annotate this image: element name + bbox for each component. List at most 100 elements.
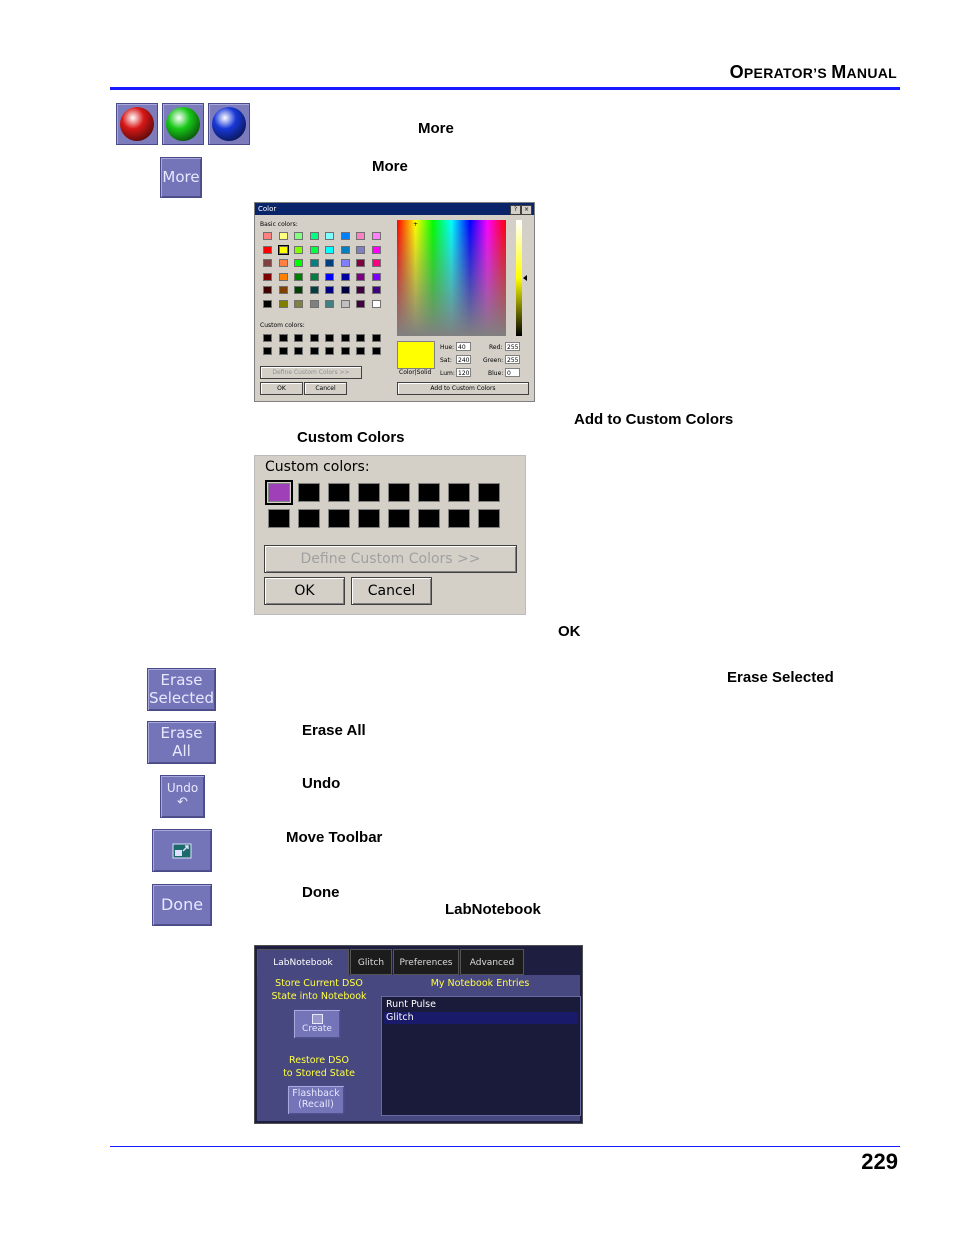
list-item-selected[interactable]: Glitch <box>384 1012 578 1024</box>
basic-color-swatch[interactable] <box>309 299 319 308</box>
custom-color-swatch[interactable] <box>309 334 319 342</box>
basic-color-swatch[interactable] <box>309 272 319 281</box>
basic-color-swatch[interactable] <box>294 232 303 240</box>
custom-color-swatch[interactable] <box>263 347 272 355</box>
basic-color-swatch[interactable] <box>340 259 350 267</box>
custom-color-swatch-large[interactable] <box>478 509 500 528</box>
custom-color-swatch[interactable] <box>356 334 365 342</box>
basic-color-swatch[interactable] <box>278 272 288 281</box>
hue-field[interactable]: 40 <box>456 342 471 351</box>
sat-field[interactable]: 240 <box>456 355 471 364</box>
custom-color-swatch[interactable] <box>294 334 303 342</box>
add-to-custom-colors-button[interactable]: Add to Custom Colors <box>397 382 529 395</box>
custom-color-swatch[interactable] <box>371 347 381 355</box>
more-button[interactable]: More <box>160 157 202 198</box>
basic-color-swatch[interactable] <box>294 272 303 281</box>
notebook-entries-list[interactable]: Runt Pulse Glitch <box>381 996 581 1116</box>
basic-color-swatch[interactable] <box>325 259 334 267</box>
custom-color-swatch[interactable] <box>278 334 288 342</box>
custom-color-swatch-large[interactable] <box>328 509 350 528</box>
erase-selected-button[interactable]: Erase Selected <box>147 668 216 711</box>
basic-color-swatch[interactable] <box>294 245 303 254</box>
blue-field[interactable]: 0 <box>505 368 520 377</box>
basic-color-swatch[interactable] <box>294 299 303 308</box>
basic-color-swatch[interactable] <box>325 245 334 254</box>
red-field[interactable]: 255 <box>505 342 520 351</box>
basic-color-swatch[interactable] <box>371 299 381 308</box>
custom-color-swatch-large[interactable] <box>298 483 320 502</box>
custom-color-swatch-large[interactable] <box>448 509 470 528</box>
close-icon[interactable]: × <box>521 205 532 215</box>
custom-color-swatch-large[interactable] <box>268 509 290 528</box>
basic-color-swatch[interactable] <box>309 259 319 267</box>
basic-color-swatch[interactable] <box>278 286 288 294</box>
dialog-ok-button[interactable]: OK <box>260 382 303 395</box>
color-spectrum[interactable] <box>397 220 506 336</box>
basic-color-swatch[interactable] <box>340 286 350 294</box>
luminance-slider[interactable] <box>516 220 522 336</box>
basic-color-swatch[interactable] <box>340 299 350 308</box>
basic-color-swatch[interactable] <box>356 232 365 240</box>
custom-color-swatch[interactable] <box>278 347 288 355</box>
basic-color-swatch[interactable] <box>371 286 381 294</box>
custom-cancel-button[interactable]: Cancel <box>351 577 432 605</box>
define-custom-colors-button[interactable]: Define Custom Colors >> <box>260 366 362 379</box>
basic-color-swatch[interactable] <box>325 272 334 281</box>
tab-glitch[interactable]: Glitch <box>350 949 392 975</box>
custom-color-swatch[interactable] <box>371 334 381 342</box>
custom-color-swatch[interactable] <box>340 347 350 355</box>
custom-color-swatch[interactable] <box>325 347 334 355</box>
green-field[interactable]: 255 <box>505 355 520 364</box>
move-toolbar-button[interactable] <box>152 829 212 872</box>
basic-color-swatch[interactable] <box>309 245 319 254</box>
basic-color-swatch[interactable] <box>263 299 272 308</box>
define-custom-colors-button-large[interactable]: Define Custom Colors >> <box>264 545 517 573</box>
basic-color-swatch[interactable] <box>278 299 288 308</box>
basic-color-swatch[interactable] <box>277 244 289 255</box>
basic-color-swatch[interactable] <box>294 286 303 294</box>
done-button[interactable]: Done <box>152 884 212 926</box>
custom-color-swatch-large[interactable] <box>298 509 320 528</box>
custom-color-swatch-large[interactable] <box>418 483 440 502</box>
lum-field[interactable]: 120 <box>456 368 471 377</box>
custom-color-swatch-large[interactable] <box>418 509 440 528</box>
basic-color-swatch[interactable] <box>325 232 334 240</box>
basic-color-swatch[interactable] <box>294 259 303 267</box>
basic-color-swatch[interactable] <box>371 259 381 267</box>
basic-color-swatch[interactable] <box>325 299 334 308</box>
tab-preferences[interactable]: Preferences <box>393 949 459 975</box>
basic-color-swatch[interactable] <box>340 232 350 240</box>
list-item[interactable]: Runt Pulse <box>386 999 436 1010</box>
basic-color-swatch[interactable] <box>263 286 272 294</box>
tab-labnotebook[interactable]: LabNotebook <box>257 949 349 975</box>
red-color-ball-button[interactable] <box>116 103 158 145</box>
tab-advanced[interactable]: Advanced <box>460 949 524 975</box>
custom-color-swatch-large[interactable] <box>388 483 410 502</box>
basic-color-swatch[interactable] <box>325 286 334 294</box>
luminance-arrow-icon[interactable] <box>523 275 527 281</box>
custom-color-swatch[interactable] <box>263 334 272 342</box>
help-button[interactable]: ? <box>510 205 521 215</box>
custom-color-swatch[interactable] <box>356 347 365 355</box>
basic-color-swatch[interactable] <box>263 259 272 267</box>
custom-color-swatch-large[interactable] <box>448 483 470 502</box>
basic-color-swatch[interactable] <box>356 299 365 308</box>
basic-color-swatch[interactable] <box>309 286 319 294</box>
basic-color-swatch[interactable] <box>356 259 365 267</box>
custom-color-swatch-large[interactable] <box>328 483 350 502</box>
basic-color-swatch[interactable] <box>371 245 381 254</box>
flashback-recall-button[interactable]: Flashback (Recall) <box>287 1085 345 1115</box>
erase-all-button[interactable]: Erase All <box>147 721 216 764</box>
basic-color-swatch[interactable] <box>340 245 350 254</box>
basic-color-swatch[interactable] <box>371 232 381 240</box>
custom-color-swatch-large[interactable] <box>388 509 410 528</box>
basic-color-swatch[interactable] <box>278 259 288 267</box>
custom-color-swatch-large[interactable] <box>478 483 500 502</box>
custom-color-swatch-large[interactable] <box>358 483 380 502</box>
basic-color-swatch[interactable] <box>309 232 319 240</box>
dialog-cancel-button[interactable]: Cancel <box>304 382 347 395</box>
basic-color-swatch[interactable] <box>356 286 365 294</box>
basic-color-swatch[interactable] <box>278 232 288 240</box>
basic-color-swatch[interactable] <box>340 272 350 281</box>
custom-ok-button[interactable]: OK <box>264 577 345 605</box>
